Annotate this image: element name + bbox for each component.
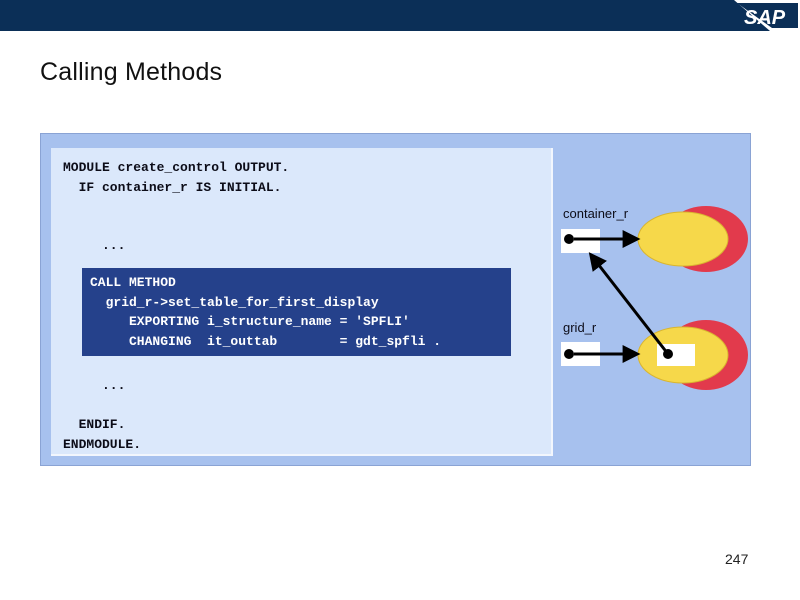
container-object-icon bbox=[638, 206, 748, 272]
grid-label: grid_r bbox=[563, 320, 596, 335]
header-bar: SAP bbox=[0, 0, 800, 31]
slide-title: Calling Methods bbox=[40, 58, 222, 87]
sap-logo: SAP bbox=[734, 0, 800, 31]
method-call-figure: MODULE create_control OUTPUT. IF contain… bbox=[40, 133, 751, 466]
sap-logo-text: SAP bbox=[744, 7, 786, 29]
grid-pointer-dot bbox=[564, 349, 574, 359]
grid-to-container-arrow bbox=[591, 255, 668, 354]
container-label: container_r bbox=[563, 206, 628, 221]
reference-diagram bbox=[41, 134, 752, 467]
container-pointer-dot bbox=[564, 234, 574, 244]
page-number: 247 bbox=[725, 551, 748, 567]
